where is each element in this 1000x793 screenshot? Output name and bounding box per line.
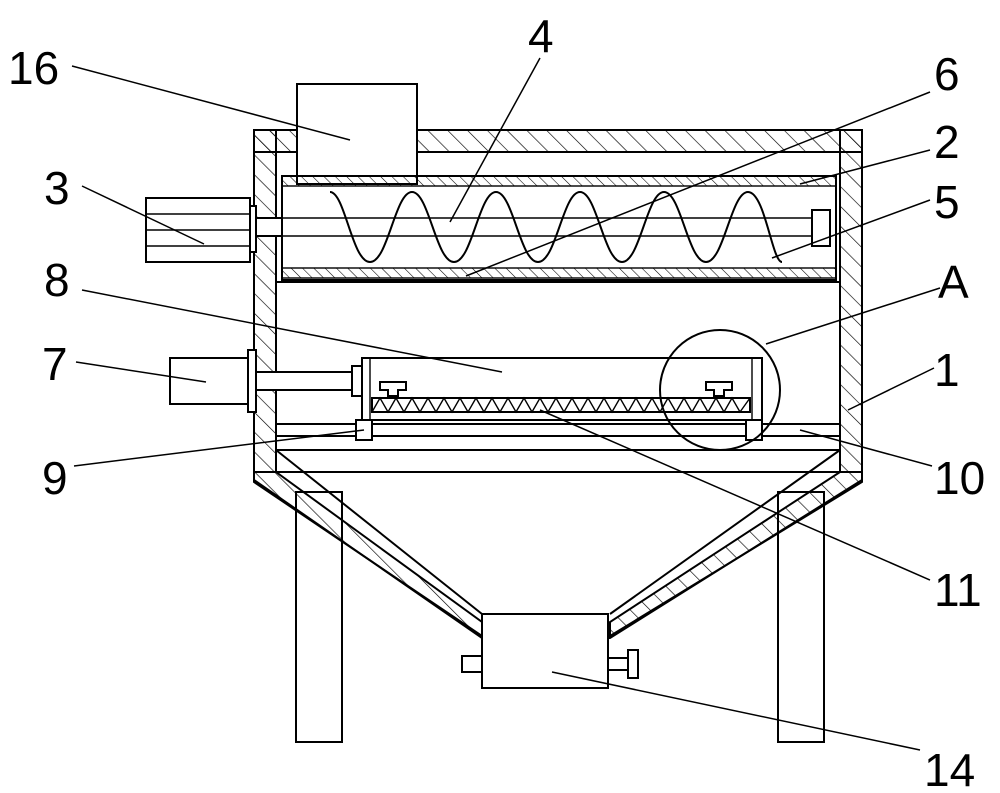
label-10: 10 — [934, 452, 985, 504]
label-3: 3 — [44, 162, 70, 214]
housing-right-wall — [839, 129, 863, 473]
valve-left-stub — [461, 655, 483, 673]
screen-frame-8 — [361, 357, 763, 421]
cylinder-flange — [247, 349, 257, 413]
discharge-valve-14 — [461, 613, 639, 689]
slider-left — [379, 381, 407, 397]
leader-5 — [771, 199, 931, 259]
label-A: A — [938, 256, 969, 308]
sieve-mesh-11 — [371, 397, 751, 413]
motor-3 — [145, 197, 283, 263]
leader-11 — [539, 409, 931, 581]
valve-body — [481, 613, 609, 689]
hopper-inner — [275, 449, 841, 615]
roller-right — [745, 419, 763, 441]
housing-left-wall — [253, 129, 277, 473]
valve-right-stub — [607, 657, 629, 671]
label-2: 2 — [934, 116, 960, 168]
leader-lines — [71, 57, 941, 751]
label-11: 11 — [934, 564, 982, 616]
leader-3 — [81, 185, 205, 245]
cylinder-7 — [169, 349, 363, 413]
label-16: 16 — [8, 42, 59, 94]
leader-8 — [81, 289, 503, 373]
reference-labels: 16 4 6 2 3 5 8 A 7 1 9 10 11 14 — [8, 10, 985, 793]
hopper-outline — [253, 472, 863, 637]
leader-6 — [465, 91, 931, 277]
conveyor-tube-top — [281, 175, 837, 187]
rod-end — [351, 365, 363, 397]
feed-inlet-16 — [296, 83, 418, 185]
cylinder-rod — [255, 371, 353, 391]
leader-4 — [449, 57, 541, 223]
label-1: 1 — [934, 344, 960, 396]
leader-10 — [799, 429, 933, 467]
leader-7 — [75, 361, 207, 383]
label-9: 9 — [42, 452, 68, 504]
label-6: 6 — [934, 48, 960, 100]
leader-1 — [847, 367, 935, 411]
valve-knob — [627, 649, 639, 679]
screen-plate-6 — [281, 267, 837, 279]
screen-box — [361, 357, 763, 421]
right-leg — [777, 491, 825, 743]
detail-circle-A — [659, 329, 781, 451]
slider-right — [705, 381, 733, 397]
bearing-5 — [811, 209, 831, 247]
screw-conveyor — [258, 175, 837, 281]
leader-14 — [551, 671, 921, 751]
leader-16 — [71, 65, 351, 141]
label-8: 8 — [44, 254, 70, 306]
housing-inner — [275, 151, 841, 473]
label-7: 7 — [42, 338, 68, 390]
leader-2 — [799, 149, 931, 185]
cylinder-body — [169, 357, 251, 405]
sieve-mesh-pattern — [371, 396, 751, 414]
leader-9 — [73, 429, 365, 467]
screw-blade-4 — [329, 190, 783, 264]
label-4: 4 — [528, 10, 554, 62]
label-14: 14 — [924, 744, 975, 793]
leader-A — [765, 287, 941, 345]
label-5: 5 — [934, 176, 960, 228]
motor-coupling — [255, 217, 283, 237]
